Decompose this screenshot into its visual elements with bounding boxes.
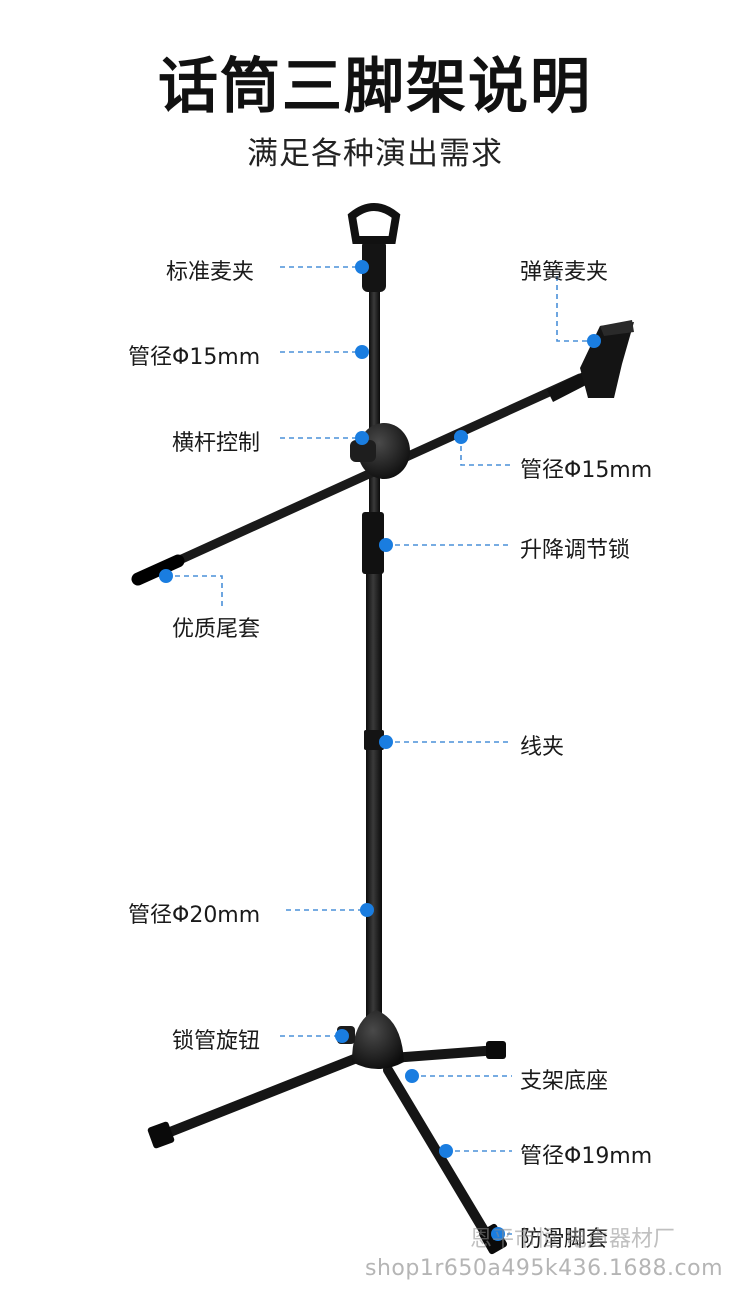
dot-tube-upper [355, 345, 369, 359]
dot-foot [491, 1227, 505, 1241]
label-tube-main: 管径Φ20mm [128, 903, 261, 928]
label-boom-control: 横杆控制 [172, 431, 261, 456]
label-standard-clip: 标准麦夹 [166, 260, 255, 285]
label-lock-knob: 锁管旋钮 [172, 1029, 261, 1054]
label-tube-upper: 管径Φ15mm [128, 345, 261, 370]
label-height-lock: 升降调节锁 [520, 538, 631, 563]
boom-arm [131, 372, 588, 586]
label-tube-leg: 管径Φ19mm [520, 1144, 653, 1169]
leader-lines [166, 266, 592, 1235]
boom-clutch [350, 423, 410, 479]
label-end-cap: 优质尾套 [172, 617, 261, 642]
callout-dots [159, 260, 601, 1241]
label-foot: 防滑脚套 [520, 1227, 609, 1252]
label-spring-clip: 弹簧麦夹 [520, 260, 609, 285]
watermark-shop-name: 恩平市恒 电声器材厂 [470, 1227, 675, 1252]
standard-mic-clip [347, 203, 401, 292]
label-cable-clip: 线夹 [520, 735, 565, 760]
page-title: 话筒三脚架说明 [158, 52, 592, 122]
dot-height-lock [379, 538, 393, 552]
dot-boom-control [355, 431, 369, 445]
dot-cable-clip [379, 735, 393, 749]
dot-end-cap [159, 569, 173, 583]
page-subtitle: 满足各种演出需求 [247, 136, 503, 172]
watermark-url: shop1r650a495k436.1688.com [365, 1256, 724, 1281]
dot-spring-clip [587, 334, 601, 348]
dot-lock-knob [335, 1029, 349, 1043]
label-base: 支架底座 [520, 1069, 609, 1094]
dot-tube-main [360, 903, 374, 917]
main-pole [362, 290, 384, 1040]
spring-mic-clip [580, 320, 634, 398]
dot-tube-leg [439, 1144, 453, 1158]
dot-tube-boom [454, 430, 468, 444]
dot-standard-clip [355, 260, 369, 274]
label-tube-boom: 管径Φ15mm [520, 458, 653, 483]
tripod-legs [147, 1041, 508, 1255]
dot-base [405, 1069, 419, 1083]
